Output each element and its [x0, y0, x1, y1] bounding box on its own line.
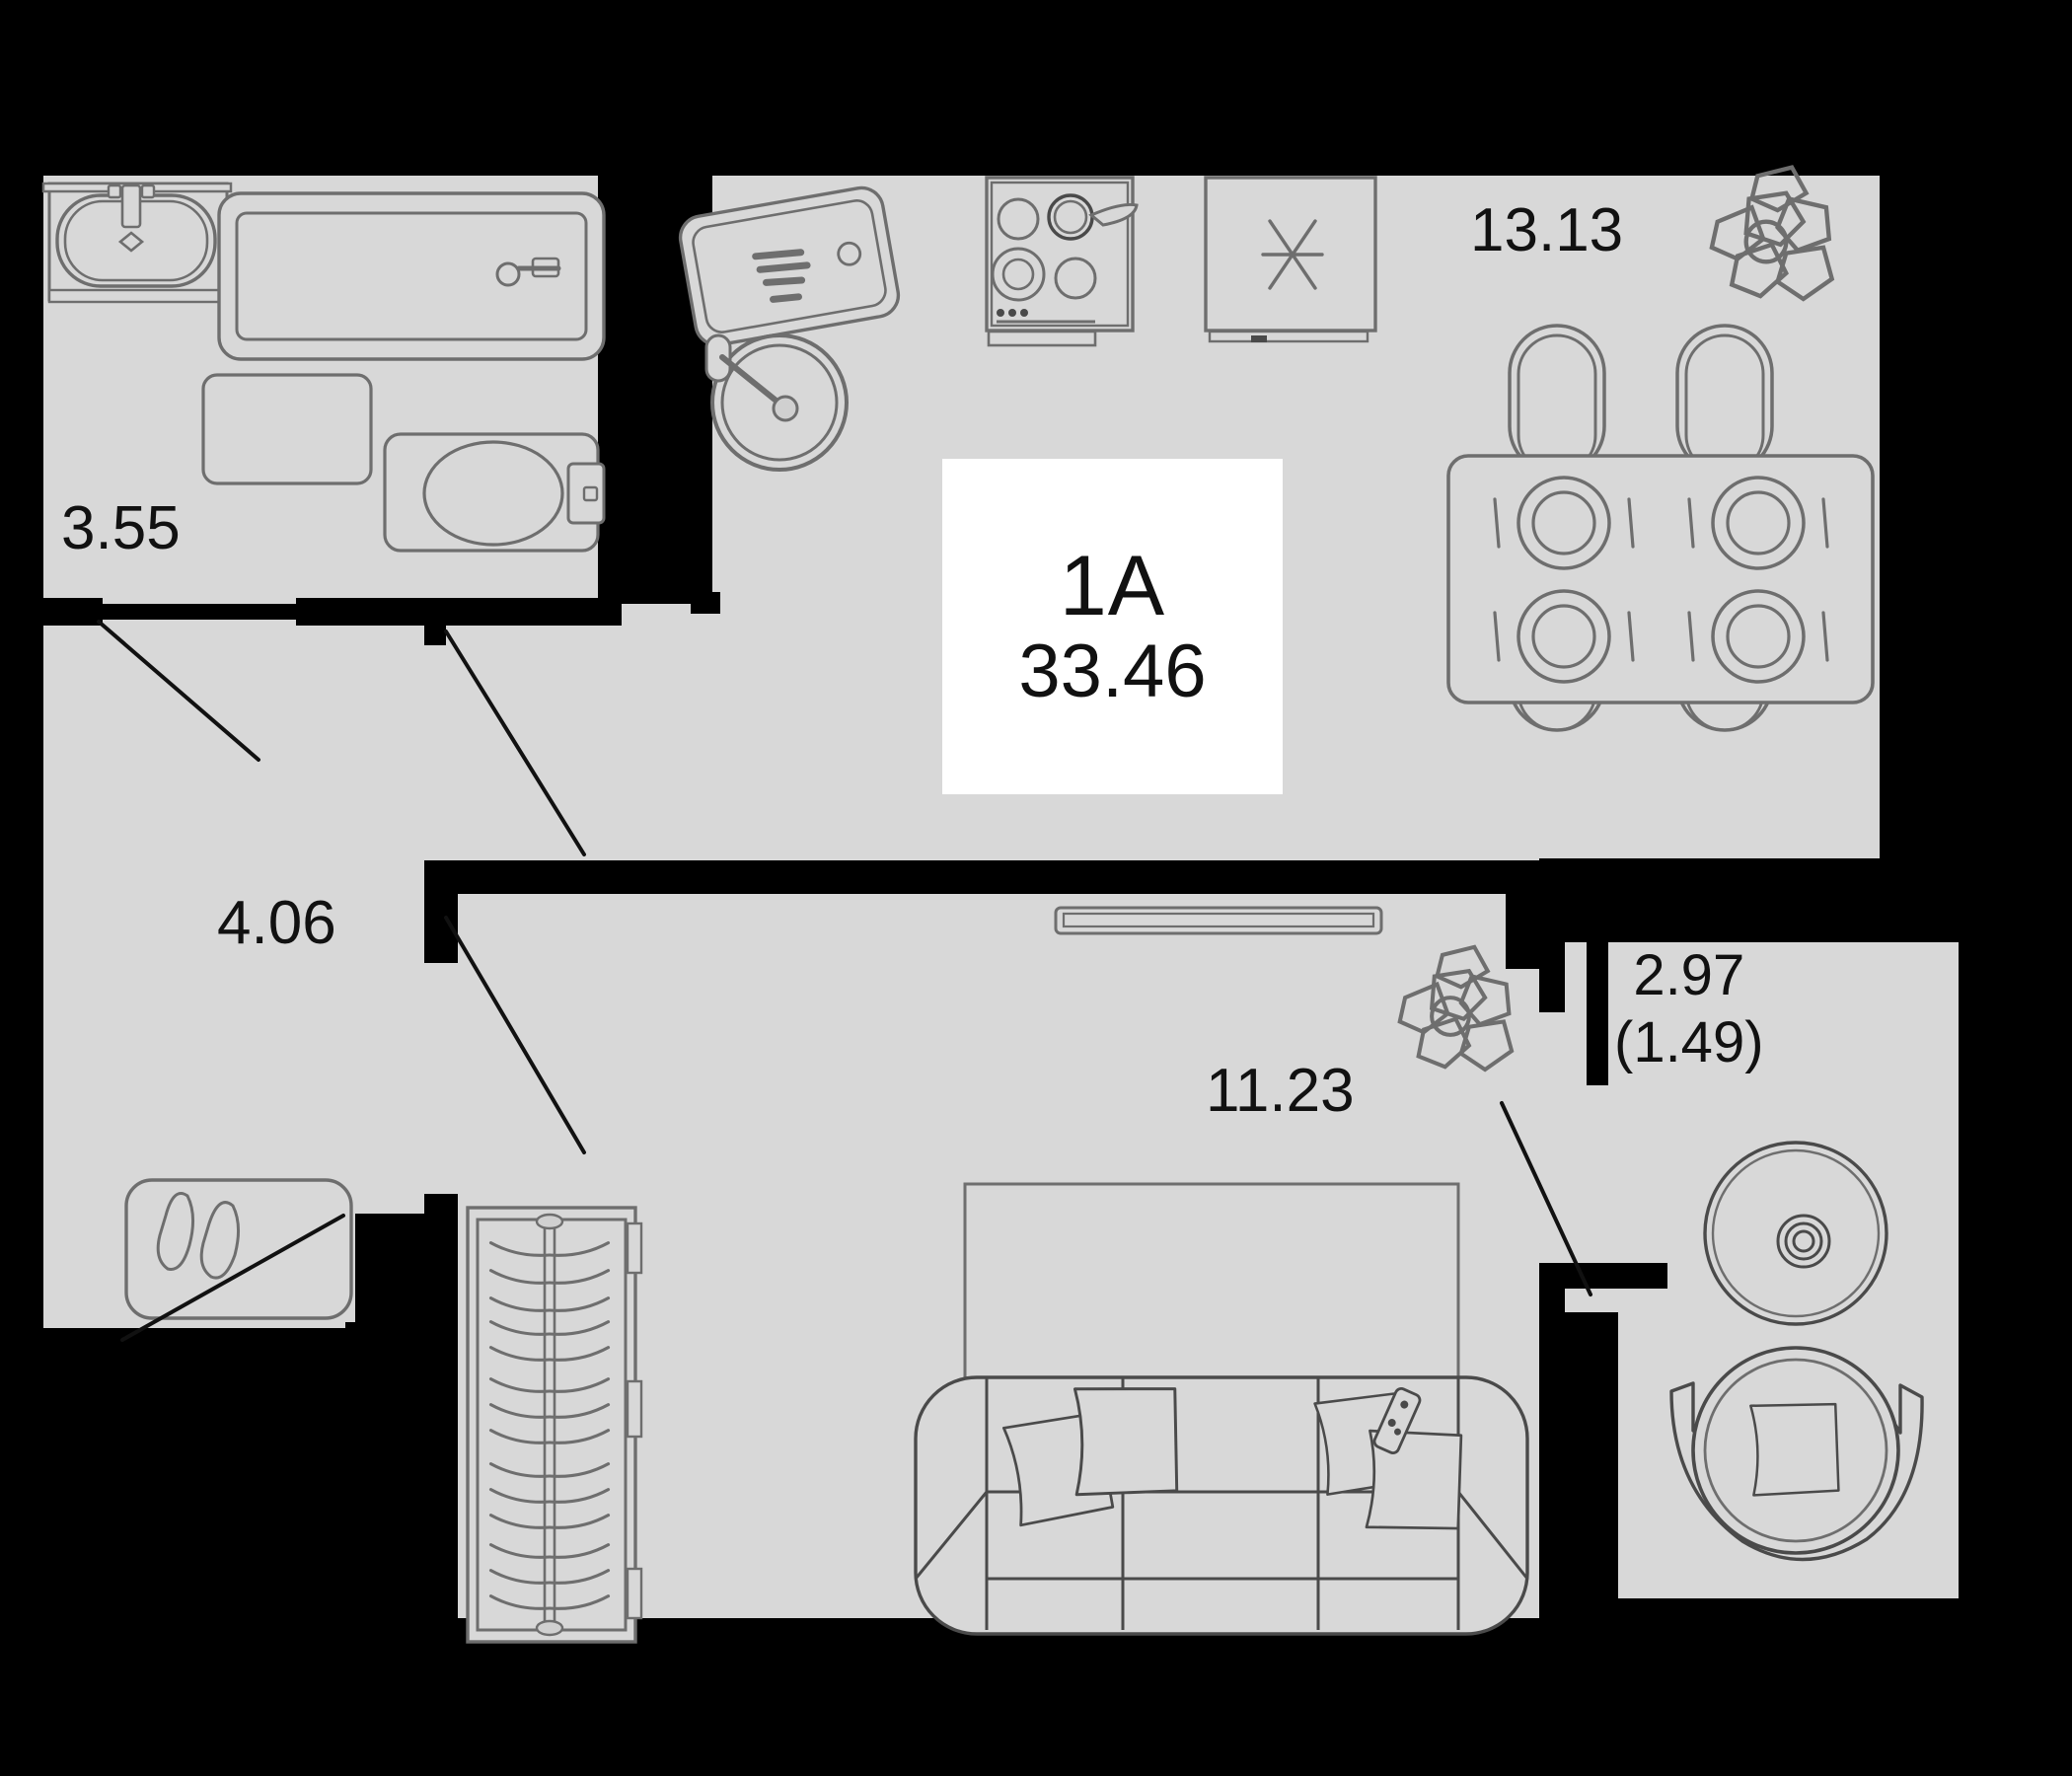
shoe-cabinet-icon [124, 1178, 353, 1320]
kitchen-fixtures [678, 168, 1875, 732]
bathroom-leader-line [97, 620, 260, 762]
tv-console-icon [1054, 906, 1383, 935]
bathroom-door-leader-line [444, 629, 586, 856]
living-room-floor-upper [434, 878, 1539, 1263]
kitchen-area-label: 13.13 [1470, 196, 1624, 264]
dining-table-icon [1446, 454, 1875, 704]
hallway-leader-line [444, 916, 586, 1154]
entrance-door-leader-line [120, 1214, 345, 1342]
round-table-icon [1703, 1141, 1888, 1326]
hallway-floor-upper [43, 604, 442, 878]
living-room-leader-line [1500, 1101, 1592, 1296]
bathroom-fixtures [41, 182, 606, 553]
washing-machine-icon [201, 373, 373, 485]
balcony-coefficient-value: (1.49) [1614, 1010, 1764, 1075]
washbasin-icon [41, 182, 233, 304]
kitchen-sink-icon [1204, 176, 1377, 343]
unit-total-area: 33.46 [1018, 629, 1207, 713]
cushion-icon [1068, 1381, 1184, 1502]
bathtub-icon [217, 191, 606, 361]
cutting-board-icon [678, 185, 901, 347]
wardrobe-icon [466, 1206, 643, 1644]
cooktop-icon [985, 176, 1139, 347]
hallway-area-label: 4.06 [217, 889, 336, 957]
leader-lines [97, 620, 1592, 1342]
living-room-area-label: 11.23 [1206, 1057, 1355, 1125]
dining-chair-icon [1675, 324, 1774, 476]
balcony-furniture [1669, 1141, 1924, 1562]
balcony-area-label: 2.97 (1.49) [1614, 942, 1764, 1077]
armchair-icon [1669, 1346, 1924, 1562]
dining-chair-icon [1508, 324, 1606, 476]
bathroom-area-label: 3.55 [61, 494, 181, 562]
balcony-connector-floor [1539, 942, 1638, 1312]
unit-name: 1A [1059, 539, 1166, 633]
living-room-furniture [914, 906, 1529, 1636]
kitchen-stool-icon [704, 333, 849, 472]
cushion-icon [1745, 1399, 1843, 1500]
toilet-icon [383, 432, 606, 553]
unit-badge: 1A 33.46 [942, 459, 1283, 794]
remote-control-icon [1372, 1387, 1422, 1454]
balcony-area-value: 2.97 [1633, 943, 1745, 1007]
hallway-furniture [124, 1178, 643, 1644]
